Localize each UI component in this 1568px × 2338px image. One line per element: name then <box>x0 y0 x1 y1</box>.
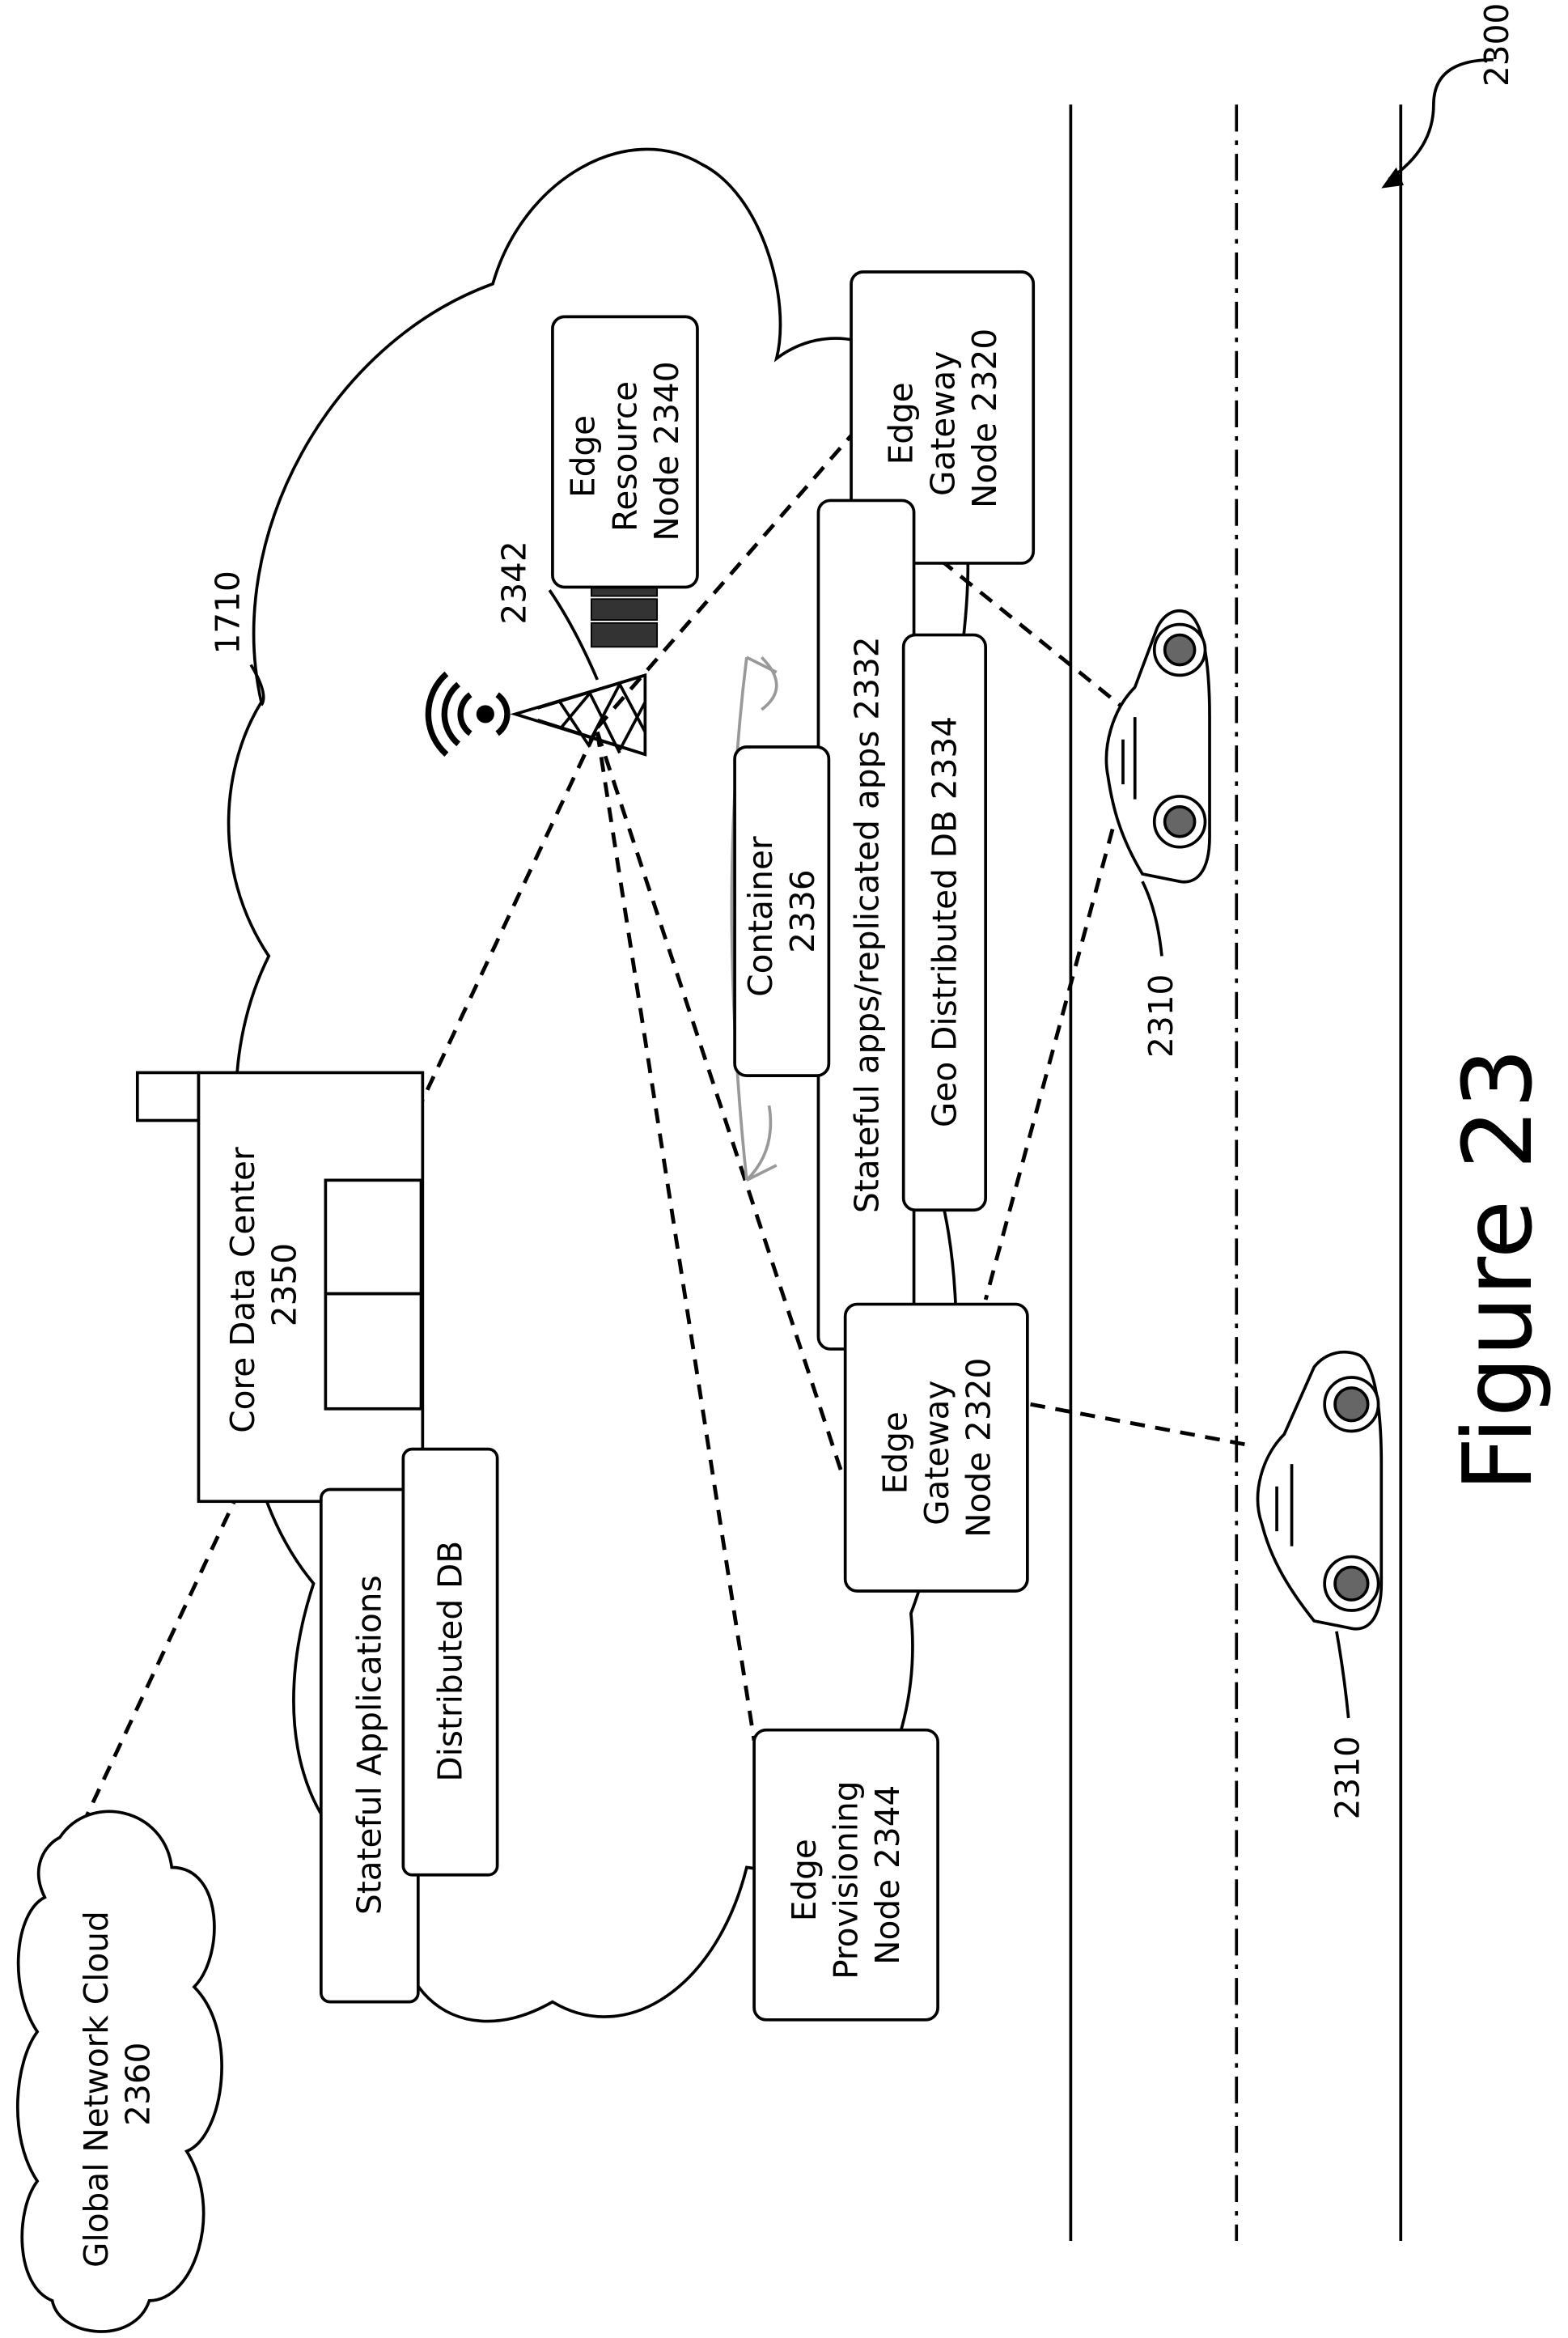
svg-text:Stateful apps/replicated apps: Stateful apps/replicated apps 2332 <box>847 636 886 1213</box>
svg-text:2300: 2300 <box>1477 3 1516 87</box>
svg-text:Geo Distributed DB 2334: Geo Distributed DB 2334 <box>925 716 964 1127</box>
window <box>325 1180 421 1293</box>
global-network-cloud-2360: Global Network Cloud 2360 <box>18 1811 222 2332</box>
edge-resource-node-2340: Edge Resource Node 2340 <box>553 316 697 587</box>
link-car-to-gateway-bottom <box>985 830 1112 1300</box>
vehicle-ref-2310-a: 2310 <box>1142 881 1180 1058</box>
container-2336: Container 2336 <box>735 747 828 1076</box>
vehicle-car-icon <box>1258 1352 1382 1629</box>
figure-caption: Figure 23 <box>1442 1048 1553 1492</box>
cell-tower-icon <box>428 674 645 755</box>
svg-text:2310: 2310 <box>1142 974 1180 1058</box>
window <box>325 1294 421 1409</box>
stateful-apps-2332: Stateful apps/replicated apps 2332 <box>818 500 913 1349</box>
svg-text:Distributed DB: Distributed DB <box>430 1541 469 1782</box>
vehicle-car-icon <box>1106 611 1210 882</box>
svg-text:1710: 1710 <box>208 571 247 654</box>
vehicle-ref-2310-b: 2310 <box>1329 1632 1367 1820</box>
svg-text:2310: 2310 <box>1329 1736 1367 1819</box>
svg-text:Stateful Applications: Stateful Applications <box>350 1575 389 1915</box>
chimney <box>138 1072 199 1120</box>
link-gateway-bottom-to-car <box>1031 1404 1255 1446</box>
core-data-center-2350: Core Data Center 2350 <box>138 1072 423 1501</box>
edge-gateway-node-2320-bottom: Edge Gateway Node 2320 <box>845 1305 1028 1591</box>
distributed-db-box: Distributed DB <box>403 1449 497 1875</box>
svg-text:2342: 2342 <box>495 541 534 624</box>
road <box>1070 104 1401 2241</box>
geo-distributed-db-2334: Geo Distributed DB 2334 <box>904 635 986 1211</box>
edge-provisioning-node-2344: Edge Provisioning Node 2344 <box>754 1730 938 2020</box>
